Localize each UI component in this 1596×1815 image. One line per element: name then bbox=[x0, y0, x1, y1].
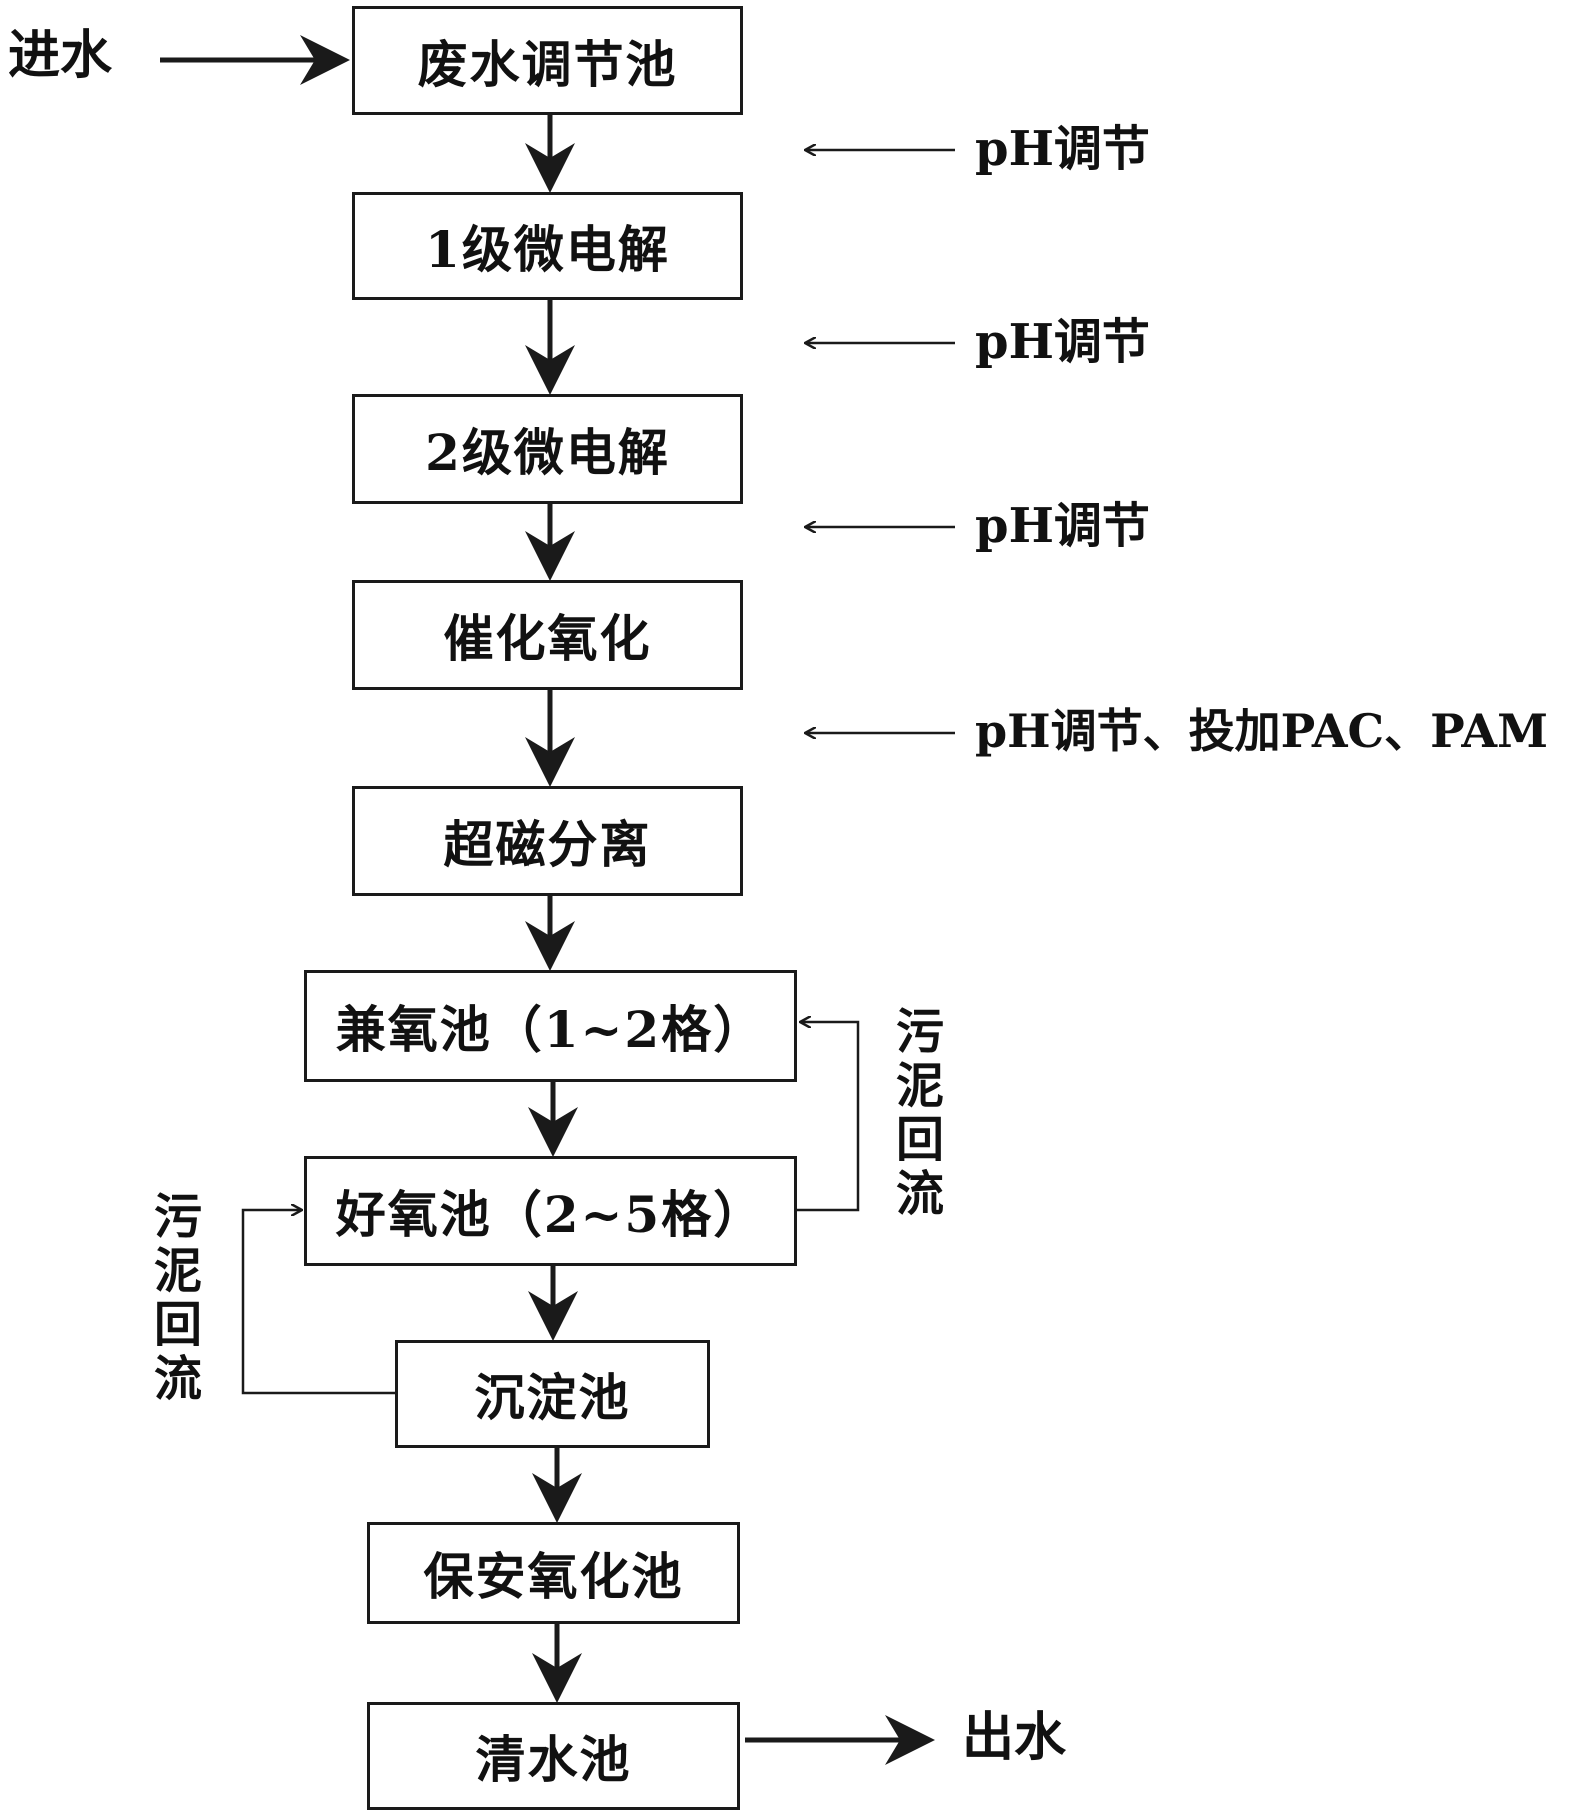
process-box-catalytic-oxidation: 催化氧化 bbox=[352, 580, 743, 690]
dosing-label-4: pH调节、投加PAC、PAM bbox=[975, 704, 1549, 758]
outlet-label: 出水 bbox=[962, 1707, 1067, 1768]
recycle-left-line bbox=[241, 1210, 395, 1395]
recycle-right-line bbox=[797, 1022, 860, 1212]
dosing-label-1: pH调节 bbox=[975, 121, 1150, 177]
process-box-micro-electrolysis-2: 2级微电解 bbox=[352, 394, 743, 504]
process-box-clear-water-tank: 清水池 bbox=[367, 1702, 740, 1810]
process-box-aerobic-tank: 好氧池（2~5格） bbox=[304, 1156, 797, 1266]
process-box-equalization-tank: 废水调节池 bbox=[352, 6, 743, 115]
dosing-label-3: pH调节 bbox=[975, 498, 1150, 554]
process-box-security-oxidation-tank: 保安氧化池 bbox=[367, 1522, 740, 1624]
recycle-left-label: 污泥回流 bbox=[153, 1189, 202, 1407]
dosing-label-2: pH调节 bbox=[975, 314, 1150, 370]
process-box-sedimentation-tank: 沉淀池 bbox=[395, 1340, 710, 1448]
inlet-label: 进水 bbox=[8, 25, 113, 86]
process-box-facultative-tank: 兼氧池（1~2格） bbox=[304, 970, 797, 1082]
process-box-super-magnetic-separation: 超磁分离 bbox=[352, 786, 743, 896]
process-box-micro-electrolysis-1: 1级微电解 bbox=[352, 192, 743, 300]
recycle-right-label: 污泥回流 bbox=[895, 1004, 944, 1222]
